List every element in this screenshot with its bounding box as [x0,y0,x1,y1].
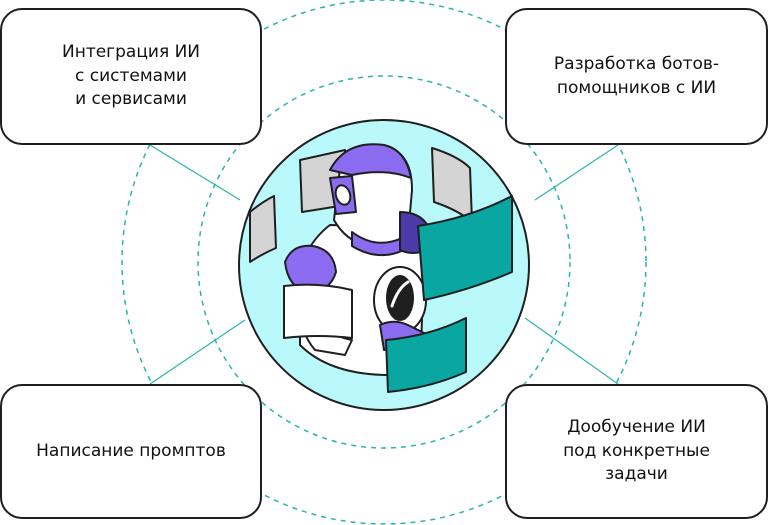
card-integration-label: Интеграция ИИ с системами и сервисами [61,42,201,110]
robot-eye [334,184,352,206]
connector-line-tr [534,144,619,201]
connector-line-tl [149,144,241,201]
robot-chest-highlight [390,280,410,308]
card-fine-tuning-label: Дообучение ИИ под конкретные задачи [563,417,710,485]
card-bot-development: Разработка ботов- помощников с ИИ [505,8,768,145]
connector-line-br [524,317,619,385]
card-bot-development-label: Разработка ботов- помощников с ИИ [553,54,720,98]
outer-dashed-ring [121,0,647,525]
robot-chest-core [386,275,414,321]
robot-illustration [249,143,513,393]
connector-line-bl [149,319,246,385]
card-prompt-writing-label: Написание промптов [36,440,226,461]
teal-panel-bottom-right [385,317,467,393]
robot-head-cap [329,143,412,179]
white-panel-front-left [283,283,353,339]
gray-panel-left [249,195,277,263]
card-prompt-writing: Написание промптов [0,384,262,519]
middle-dashed-ring [197,75,571,449]
card-integration: Интеграция ИИ с системами и сервисами [0,8,262,145]
teal-panel-top-right [417,195,513,301]
card-fine-tuning: Дообучение ИИ под конкретные задачи [505,384,768,519]
